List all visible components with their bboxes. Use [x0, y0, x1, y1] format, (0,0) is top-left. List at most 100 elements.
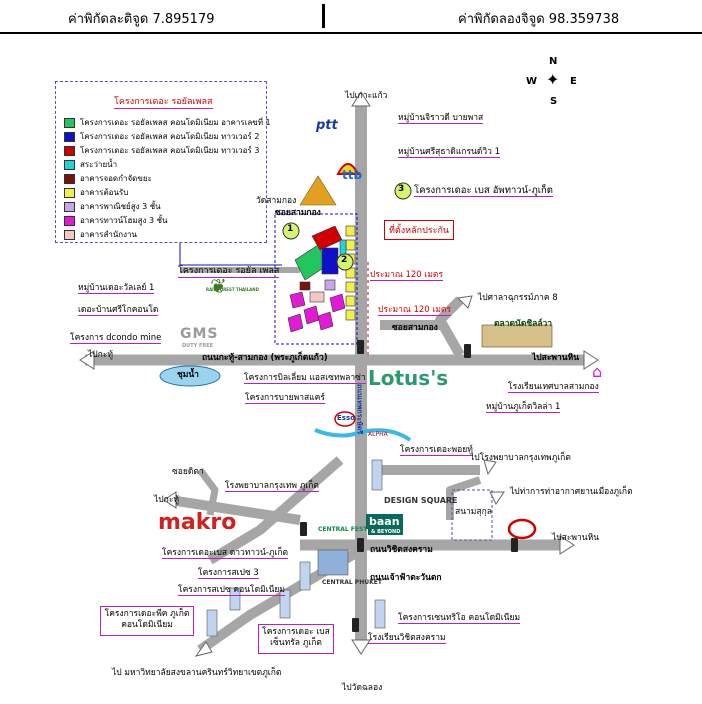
gms-logo: GMS	[180, 326, 219, 342]
arrow-north	[351, 91, 371, 107]
label-soi-dita: ซอยดิตา	[172, 467, 204, 477]
legend-item-6: อาคารต้อนรับ	[64, 186, 128, 199]
label-to-ko-kaeo: ไปเกาะแก้ว	[345, 91, 388, 101]
arrow-psu	[194, 641, 213, 657]
legend-item-7: อาคารพาณิชย์สูง 3 ชั้น	[64, 200, 161, 213]
legend-swatch-2	[64, 131, 75, 142]
label-to-kathu: ไปกะทู้	[88, 350, 113, 360]
location-map: N W E S ✦ โครงการเดอะ รอยัลเพลส โครงการเ…	[0, 34, 702, 704]
compass-s: S	[550, 96, 558, 107]
label-bypass-care: โครงการบายพาสแคร์	[245, 393, 325, 405]
shell-logo	[336, 163, 360, 175]
label-to-airport: ไปท่าการท่าอากาศยานเมืองภูเก็ต	[510, 487, 633, 497]
makro-logo: makro	[158, 510, 237, 535]
compass-n: N	[549, 56, 558, 67]
road-soi-dita	[197, 467, 219, 516]
legend-label-5: อาคารจอดกำจัดขยะ	[80, 174, 152, 183]
arrow-kathu-west	[163, 491, 177, 509]
legend-label-9: อาคารสำนักงาน	[80, 230, 137, 239]
distance-label-2: ประมาณ 120 เมตร	[378, 305, 452, 317]
label-soi-samkong-2: ซอยสามกอง	[392, 323, 438, 333]
compass: N W E S ✦	[526, 56, 577, 110]
latitude-label: ค่าพิกัดละติจูด 7.895179	[68, 12, 215, 27]
legend-label-3: โครงการเดอะ รอยัลเพลส คอนโดมิเนียม ทาวเว…	[80, 146, 260, 155]
legend-item-4: สระว่ายน้ำ	[64, 158, 117, 171]
label-to-bangkok-hospital: ไปโรงพยาบาลกรุงเทพภูเก็ต	[470, 453, 571, 463]
label-space-condo: โครงการสเปซ คอนโดมิเนียม	[178, 585, 286, 597]
arrow-south	[351, 639, 371, 655]
distance-label-1: ประมาณ 120 เมตร	[370, 270, 444, 282]
chum-nam-pond	[159, 365, 221, 387]
rainforest-logo: RAINFOREST THAILAND	[206, 287, 259, 292]
label-base-central: โครงการเดอะ เบส เซ็นทรัล ภูเก็ต	[258, 624, 334, 654]
house-icon: ⌂	[592, 362, 603, 381]
label-the-bridge: เดอะบ้านศรีโกคอนโด	[78, 305, 159, 317]
legend: โครงการเดอะ รอยัลเพลส โครงการเดอะ รอยัลเ…	[55, 81, 271, 243]
esso-logo	[334, 411, 356, 427]
label-wichit-road: ถนนวิชิตสงคราม	[370, 545, 433, 555]
label-to-psu: ไป มหาวิทยาลัยสงขลานครินทร์วิทยาเขตภูเก็…	[112, 668, 282, 678]
label-centrio: โครงการเซนทริโอ คอนโดมิเนียม	[398, 613, 521, 625]
label-space-3: โครงการสเปซ 3	[198, 568, 259, 580]
road-diagonal-west	[207, 456, 344, 565]
market-area	[481, 324, 553, 348]
site-boundary	[274, 213, 358, 345]
legend-swatch-7	[64, 201, 75, 212]
arrow-west-kathu	[79, 350, 95, 370]
label-to-kathu-2: ไปกะทู้	[154, 495, 179, 505]
label-mu-ban-jirawadi: หมู่บ้านจิราวดี บายพาส	[398, 113, 484, 125]
label-main-road: ถนนกะทู้-สามกอง (พระภูเก็ตแก้ว)	[202, 353, 328, 363]
label-dcondo: โครงการ dcondo mine	[70, 333, 162, 345]
legend-swatch-1	[64, 117, 75, 128]
label-sanam-suk: สนามสุกุล	[455, 507, 492, 517]
legend-swatch-6	[64, 187, 75, 198]
legend-item-1: โครงการเดอะ รอยัลเพลส คอนโดมิเนียม อาคาร…	[64, 116, 271, 129]
label-bypass-road: ถนนเทพกระษัตรี	[355, 384, 364, 435]
header-divider	[322, 4, 325, 28]
label-the-peak-text: โครงการเดอะพีค ภูเก็ต คอนโดมิเนียม	[104, 609, 190, 630]
arrow-hospital	[483, 459, 497, 476]
site-location-label: ที่ตั้งหลักประกัน	[384, 220, 455, 240]
label-mu-ban-valley: หมู่บ้านเดอะวัลเลย์ 1	[78, 283, 155, 295]
legend-item-8: อาคารทาวน์โฮมสูง 3 ชั้น	[64, 214, 167, 227]
legend-swatch-8	[64, 215, 75, 226]
legend-swatch-3	[64, 145, 75, 156]
legend-item-3: โครงการเดอะ รอยัลเพลส คอนโดมิเนียม ทาวเว…	[64, 144, 259, 157]
site-buildings	[287, 225, 356, 333]
arrow-east	[583, 350, 599, 370]
alpha-label: ALPHA	[368, 431, 388, 438]
legend-label-1: โครงการเดอะ รอยัลเพลส คอนโดมิเนียม อาคาร…	[80, 118, 271, 127]
design-square-logo: DESIGN SQUARE	[384, 496, 458, 505]
label-project-road: โครงการเดอะ รอยัล เพลส	[178, 266, 280, 278]
label-chaofa-road: ถนนเจ้าฟ้าตะวันตก	[370, 573, 442, 583]
condo-icons	[206, 459, 386, 637]
legend-item-9: อาคารสำนักงาน	[64, 228, 137, 241]
baan-beyond-logo: & BEYOND	[368, 529, 404, 535]
gms-sub-logo: DUTY FREE	[182, 343, 214, 349]
map-drawing	[79, 91, 599, 657]
plot-2-number: 2	[341, 255, 348, 265]
legend-swatch-5	[64, 173, 75, 184]
legend-label-4: สระว่ายน้ำ	[80, 160, 118, 169]
label-school-tesaban: โรงเรียนเทศบาลสามกอง	[508, 382, 599, 394]
legend-label-6: อาคารต้อนรับ	[80, 188, 129, 197]
road-arrows	[79, 91, 599, 657]
plot-1-number: 1	[287, 224, 294, 234]
road-east-lower	[446, 476, 482, 520]
compass-e: E	[570, 76, 577, 87]
label-to-chalong: ไปวัดฉลอง	[342, 683, 383, 693]
label-to-sapan-hin-2: ไปสะพานหิน	[552, 533, 600, 543]
traffic-lights	[300, 340, 518, 632]
label-bangkok-hospital: โรงพยาบาลกรุงเทพ ภูเก็ต	[225, 481, 319, 493]
central-festival-logo: CENTRAL FESTIVAL	[318, 526, 383, 533]
arrow-northeast	[456, 295, 473, 309]
label-to-sapan-hin: ไปสะพานหิน	[532, 353, 580, 363]
label-market: ตลาดนัดชิลล์วา	[494, 319, 553, 329]
label-soi-samkong: ซอยสามกอง	[275, 208, 321, 218]
label-base-central-text: โครงการเดอะ เบส เซ็นทรัล ภูเก็ต	[262, 627, 330, 648]
compass-w: W	[526, 76, 538, 87]
label-school-wichit: โรงเรียนวิชิตสงคราม	[368, 633, 446, 645]
leaf-icon: ❦	[210, 274, 227, 298]
legend-swatch-4	[64, 159, 75, 170]
esso-label: Esso	[337, 414, 355, 422]
